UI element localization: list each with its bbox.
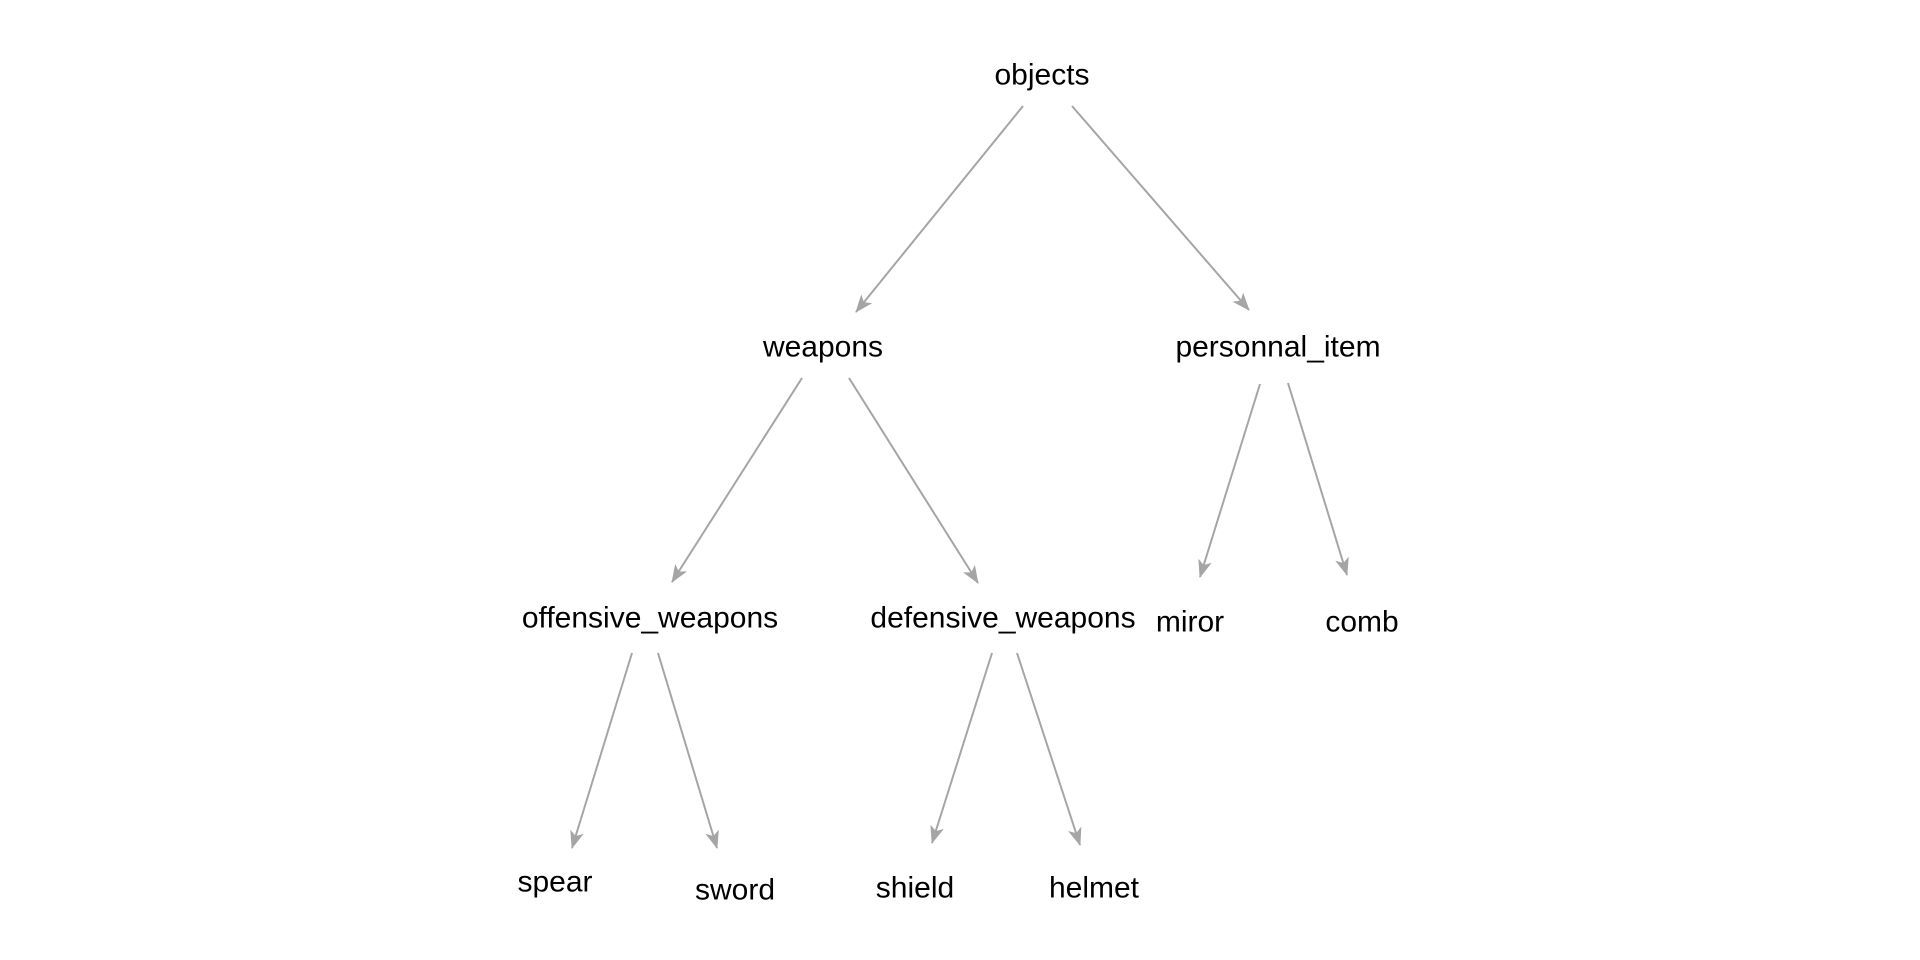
edge-group (570, 105, 1349, 849)
node-weapons: weapons (762, 330, 884, 364)
node-offensive_weapons: offensive_weapons (521, 601, 779, 635)
edge-objects-to-weapons (855, 105, 1024, 313)
node-spear: spear (517, 865, 593, 899)
edge-personnal_item-to-comb (1287, 382, 1349, 576)
edge-defensive_weapons-to-shield (930, 652, 993, 844)
node-comb: comb (1325, 605, 1399, 639)
edge-defensive_weapons-to-helmet (1016, 652, 1082, 846)
edge-weapons-to-offensive_weapons (671, 377, 803, 583)
node-objects: objects (994, 58, 1090, 92)
node-defensive_weapons: defensive_weapons (870, 601, 1136, 635)
edge-personnal_item-to-miror (1198, 383, 1261, 578)
edge-objects-to-personnal_item (1071, 105, 1250, 311)
edge-offensive_weapons-to-sword (657, 652, 719, 849)
node-personnal_item: personnal_item (1175, 330, 1381, 364)
node-shield: shield (875, 871, 955, 905)
edge-offensive_weapons-to-spear (570, 652, 633, 849)
node-helmet: helmet (1048, 871, 1140, 905)
edge-weapons-to-defensive_weapons (848, 377, 979, 584)
node-sword: sword (694, 873, 776, 907)
node-miror: miror (1155, 605, 1225, 639)
